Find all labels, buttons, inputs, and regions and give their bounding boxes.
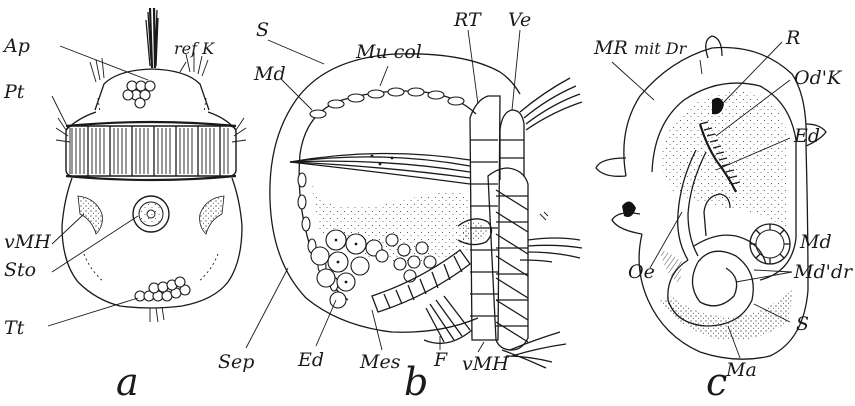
body-outline xyxy=(270,54,500,332)
label-ma: Ma xyxy=(725,359,757,381)
label-rt: RT xyxy=(453,9,482,31)
label-s-c: S xyxy=(796,313,809,335)
label-md-c: Md xyxy=(799,231,832,253)
label-s-b: S xyxy=(256,19,269,41)
label-sep: Sep xyxy=(218,351,254,373)
label-ap: Ap xyxy=(2,35,30,57)
label-md-b: Md xyxy=(253,63,286,85)
panel-b-drawing xyxy=(270,54,582,368)
panel-letter-c: c xyxy=(706,360,727,401)
eye-spot-lower xyxy=(622,201,636,217)
label-pt: Pt xyxy=(3,81,25,103)
panel-c-drawing xyxy=(596,36,826,359)
apical-cell-cluster xyxy=(123,81,155,108)
label-ed-b: Ed xyxy=(297,349,324,371)
label-f: F xyxy=(433,349,448,371)
label-vmh-b: vMH xyxy=(462,353,509,375)
label-odk: Od'K xyxy=(794,67,843,89)
label-ve: Ve xyxy=(508,9,531,31)
label-mddr: Md'dr xyxy=(793,261,854,283)
muscle-columella xyxy=(290,153,470,184)
apical-tuft xyxy=(146,8,158,68)
prototroch-band xyxy=(56,118,246,180)
label-mu-col: Mu col xyxy=(355,41,422,63)
panel-letter-b: b xyxy=(404,360,428,401)
panel-b-leaders xyxy=(246,30,520,352)
label-ed-c: Ed xyxy=(793,125,820,147)
label-ref-k: ref K xyxy=(174,39,215,58)
panel-letter-a: a xyxy=(116,360,139,401)
label-oe: Oe xyxy=(628,261,655,283)
label-mr: MR xyxy=(593,37,628,59)
ventral-band xyxy=(488,168,528,350)
label-mes: Mes xyxy=(359,351,401,373)
label-r: R xyxy=(785,27,800,49)
nerve-chain xyxy=(470,96,500,340)
telotroch-cells xyxy=(135,277,190,301)
label-tt: Tt xyxy=(4,317,25,339)
label-sto: Sto xyxy=(4,259,36,281)
ventral-fan xyxy=(424,296,472,343)
label-vmh-a: vMH xyxy=(4,231,51,253)
mesoderm-ring-c xyxy=(750,224,790,264)
label-mit-dr: mit Dr xyxy=(634,39,688,58)
stomodeum xyxy=(133,196,169,232)
